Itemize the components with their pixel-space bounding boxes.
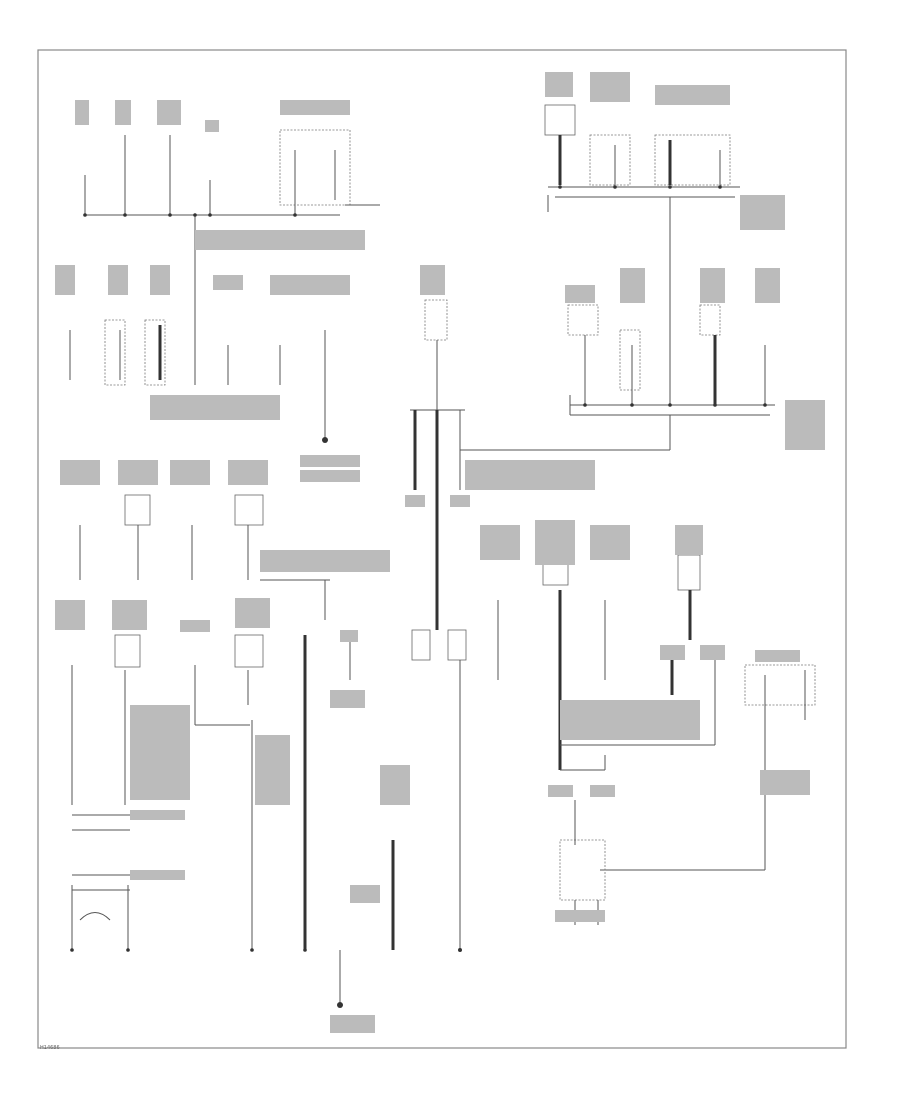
- center-ground-group: [410, 299, 467, 952]
- top-right-ground-group: [544, 104, 740, 400]
- top-left-ground-group: [83, 129, 380, 385]
- middle-right-ground-group: [460, 300, 775, 451]
- diagram-frame: [37, 49, 847, 1049]
- bottom-center-ground-group: [337, 840, 395, 1008]
- third-row-left-group: [79, 494, 330, 620]
- second-row-left-group: [69, 319, 328, 443]
- fourth-row-left-group: [70, 634, 351, 952]
- figure-id-label: H14686: [40, 1045, 60, 1051]
- component-labels: [55, 72, 825, 1033]
